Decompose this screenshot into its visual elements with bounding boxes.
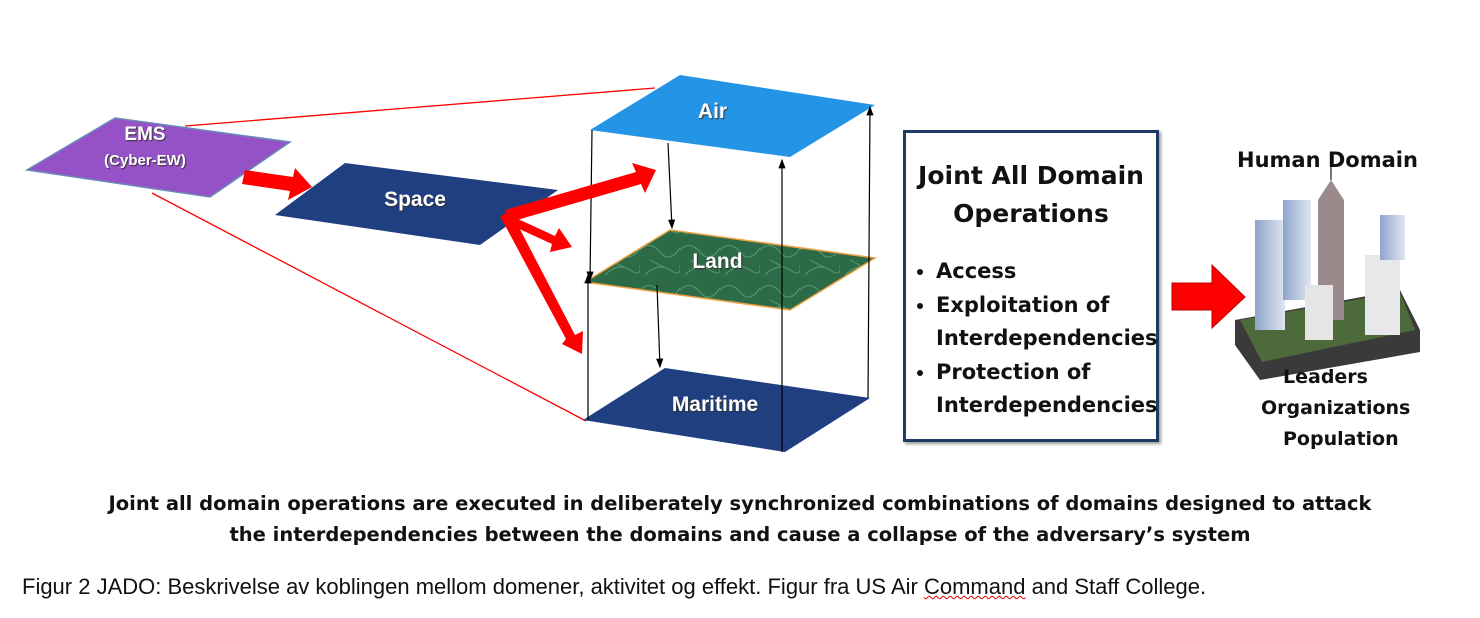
jado-title: Joint All Domain Operations [906, 157, 1156, 233]
land-label: Land [692, 250, 743, 273]
caption-part1: Figur 2 JADO: Beskrivelse av koblingen m… [22, 574, 924, 599]
red-arrows [242, 163, 656, 354]
summary-text: Joint all domain operations are executed… [0, 488, 1480, 550]
arrow-ems-to-space [242, 168, 312, 200]
jado-bullets: Access Exploitation of Interdependencies… [906, 255, 1158, 423]
arrow-space-to-maritime [500, 212, 583, 354]
summary-line2: the interdependencies between the domain… [229, 523, 1251, 546]
summary-line1: Joint all domain operations are executed… [108, 492, 1372, 515]
air-plane [590, 75, 875, 157]
jado-title-line2: Operations [953, 199, 1109, 228]
space-label: Space [384, 188, 446, 211]
ems-label: EMS [124, 124, 166, 145]
arrow-space-to-air [505, 163, 656, 222]
space-plane [275, 163, 558, 245]
figure-caption: Figur 2 JADO: Beskrivelse av koblingen m… [22, 574, 1206, 600]
black-arrows [584, 105, 874, 452]
city-image [1235, 160, 1420, 380]
bullet-item: Protection of Interdependencies [936, 356, 1158, 423]
human-item-population: Population [1283, 428, 1399, 450]
human-item-organizations: Organizations [1261, 397, 1411, 419]
arrow-to-human-domain [1171, 263, 1246, 330]
air-label: Air [697, 100, 728, 123]
human-domain-title: Human Domain [1237, 148, 1418, 172]
caption-part2: and Staff College. [1025, 574, 1207, 599]
bullet-item: Exploitation of Interdependencies [936, 289, 1158, 356]
ems-plane [24, 117, 293, 198]
maritime-label: Maritime [671, 393, 759, 416]
connector-line-top [184, 87, 656, 127]
maritime-plane [583, 368, 870, 452]
jado-title-line1: Joint All Domain [918, 161, 1144, 190]
jado-box: Joint All Domain Operations Access Explo… [903, 130, 1159, 442]
connector-line-bottom [151, 192, 587, 422]
ems-sublabel: (Cyber-EW) [104, 152, 186, 169]
human-item-leaders: Leaders [1283, 366, 1368, 388]
bullet-item: Access [936, 255, 1156, 289]
arrow-space-to-land [502, 213, 572, 252]
caption-spellcheck-word: Command [923, 574, 1026, 599]
